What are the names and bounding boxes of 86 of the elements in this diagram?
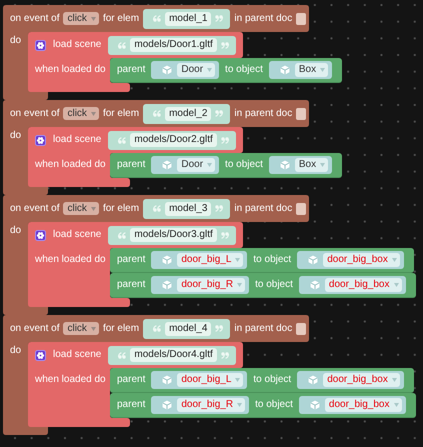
block-label: do — [10, 345, 22, 357]
parent-block — [110, 393, 416, 418]
block-label: load scene — [53, 349, 102, 361]
event-dropdown: click — [63, 202, 99, 215]
string-block — [143, 8, 230, 28]
block-label: when loaded do — [35, 374, 106, 386]
block-label: do — [10, 35, 22, 47]
string-field: models/Door2.gltf — [130, 133, 217, 147]
object-value-block — [151, 156, 220, 174]
event-dropdown: click — [63, 322, 99, 335]
block-label: in parent doc — [234, 12, 292, 24]
block-label: in parent doc — [234, 108, 292, 120]
block-label: in parent doc — [234, 322, 292, 334]
block-label: parent — [117, 374, 146, 386]
object-value-block — [151, 61, 220, 79]
object-dropdown: Box — [294, 158, 328, 172]
block-label: in parent doc — [234, 202, 292, 214]
block-label: load scene — [53, 229, 102, 241]
object-value-block — [151, 396, 250, 414]
string-block — [108, 346, 236, 364]
block-label: to object — [253, 254, 292, 266]
event-dropdown: click — [63, 12, 99, 25]
block-label: to object — [255, 399, 293, 411]
block-label: for elem — [102, 108, 140, 120]
string-block — [143, 198, 230, 218]
object-value-block — [151, 276, 250, 294]
parent-block — [110, 248, 414, 273]
string-block — [108, 130, 236, 150]
event-dropdown: click — [63, 107, 99, 120]
block-label: when loaded do — [35, 159, 106, 171]
object-value-block — [297, 251, 404, 269]
object-value-block — [298, 276, 406, 294]
block-label: parent — [117, 399, 146, 411]
parent-block — [110, 273, 416, 298]
object-value-block — [151, 251, 248, 269]
string-block — [143, 318, 230, 338]
object-dropdown: door_big_box — [323, 253, 400, 267]
object-value-block — [298, 396, 406, 414]
string-field: model_2 — [165, 106, 212, 120]
parent-block — [110, 58, 342, 83]
object-value-block — [151, 371, 248, 389]
block-label: parent — [117, 64, 146, 76]
block-label: to object — [255, 279, 293, 291]
block-label: load scene — [53, 39, 102, 51]
object-dropdown: Door — [177, 63, 216, 77]
object-dropdown: Door — [177, 158, 216, 172]
string-field: model_1 — [165, 12, 212, 26]
block-label: for elem — [102, 12, 140, 24]
block-label: do — [10, 130, 22, 142]
block-label: to object — [253, 374, 292, 386]
block-label: on event of — [10, 202, 60, 214]
block-label: when loaded do — [35, 254, 106, 266]
block-label: to object — [225, 159, 263, 171]
string-field: models/Door4.gltf — [130, 348, 217, 362]
parent-block — [110, 153, 342, 178]
object-dropdown: door_big_L — [177, 253, 244, 267]
block-label: do — [10, 225, 22, 237]
string-block — [108, 36, 236, 54]
block-label: on event of — [10, 12, 60, 24]
string-block — [143, 104, 230, 124]
parent-block — [110, 368, 414, 393]
object-dropdown: door_big_box — [323, 373, 400, 387]
block-label: load scene — [53, 134, 102, 146]
object-dropdown: door_big_box — [324, 278, 402, 292]
object-dropdown: Box — [294, 63, 328, 77]
string-field: model_4 — [165, 322, 212, 336]
string-field: model_3 — [165, 202, 212, 216]
block-label: to object — [225, 64, 263, 76]
block-label: parent — [117, 279, 146, 291]
block-label: parent — [117, 159, 146, 171]
string-block — [108, 226, 236, 244]
object-value-block — [297, 371, 404, 389]
object-dropdown: door_big_R — [177, 398, 246, 412]
block-label: for elem — [102, 202, 140, 214]
object-value-block — [268, 61, 332, 79]
block-label: on event of — [10, 322, 60, 334]
block-label: when loaded do — [35, 64, 106, 76]
object-dropdown: door_big_R — [177, 278, 246, 292]
object-dropdown: door_big_L — [177, 373, 244, 387]
string-field: models/Door3.gltf — [130, 228, 217, 242]
block-label: on event of — [10, 108, 60, 120]
object-dropdown: door_big_box — [324, 398, 402, 412]
block-label: parent — [117, 254, 146, 266]
string-field: models/Door1.gltf — [130, 38, 217, 52]
object-value-block — [268, 156, 332, 174]
block-label: for elem — [102, 322, 140, 334]
